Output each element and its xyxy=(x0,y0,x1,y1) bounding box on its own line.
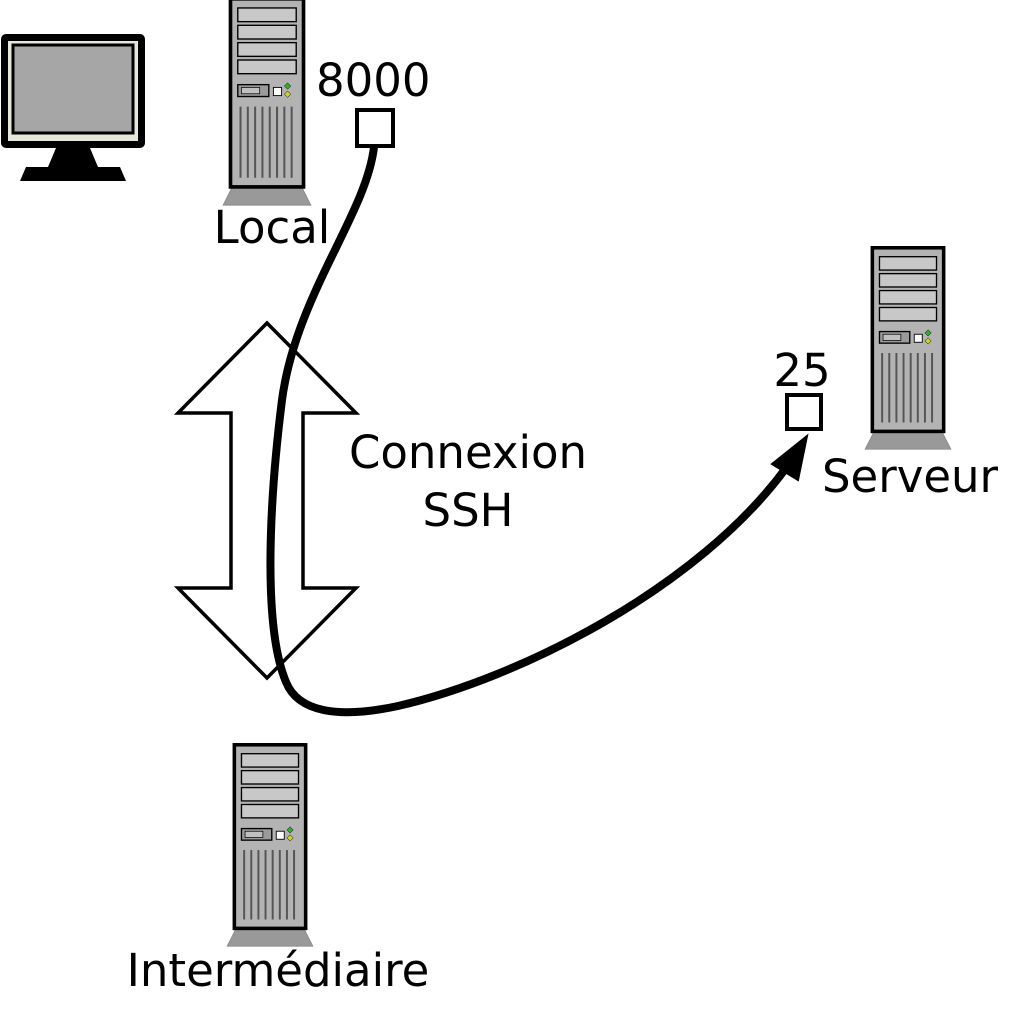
intermediate-tower-icon xyxy=(225,743,315,948)
intermediate-node-label: Intermédiaire xyxy=(126,944,430,997)
ssh-connection-label-line1: Connexion xyxy=(348,426,588,479)
crt-monitor-icon xyxy=(0,33,147,183)
port-8000-label: 8000 xyxy=(316,54,431,107)
local-node-label: Local xyxy=(213,201,331,254)
port-8000-box xyxy=(355,108,395,148)
ssh-double-arrow xyxy=(173,320,361,681)
local-tower-icon xyxy=(221,0,313,207)
ssh-connection-label: Connexion SSH xyxy=(340,424,596,539)
server-node-label: Serveur xyxy=(821,450,999,503)
server-tower-icon xyxy=(863,246,953,451)
tunnel-cable-line xyxy=(266,146,790,717)
ssh-connection-label-line2: SSH xyxy=(422,483,514,537)
tunnel-cable-arrowhead xyxy=(770,433,809,482)
port-25-label: 25 xyxy=(773,344,831,397)
port-25-box xyxy=(785,393,823,431)
